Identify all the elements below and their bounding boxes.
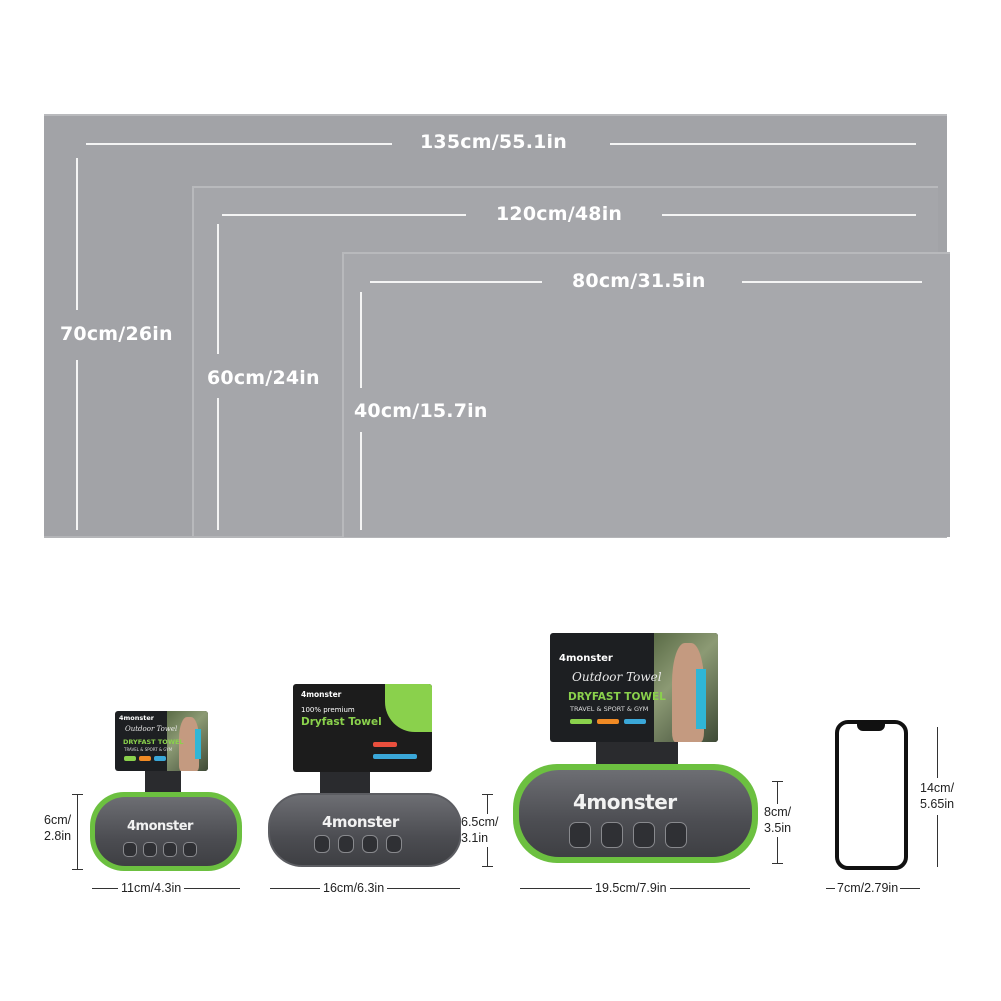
small-width-label: 80cm/31.5in bbox=[572, 270, 706, 292]
phone-outline bbox=[835, 720, 908, 870]
large-width-label: 135cm/55.1in bbox=[420, 131, 567, 153]
large-height-label: 70cm/26in bbox=[60, 323, 173, 345]
case3: 4monster bbox=[513, 764, 758, 863]
case3-height-tick-top bbox=[772, 781, 783, 783]
case3-tag: 4monster Outdoor Towel DRYFAST TOWEL TRA… bbox=[550, 633, 718, 742]
case1-height-tick-bottom bbox=[72, 869, 83, 871]
medium-width-line-right bbox=[662, 214, 916, 216]
case1-pad bbox=[123, 842, 137, 857]
case1-chip-1 bbox=[124, 756, 136, 761]
small-height-line-bottom bbox=[360, 432, 362, 530]
case2-pad bbox=[386, 835, 402, 853]
small-height-label: 40cm/15.7in bbox=[354, 400, 488, 422]
case3-pads bbox=[569, 822, 687, 848]
case1-tag-scarf bbox=[195, 729, 201, 759]
case1-tag-title: DRYFAST TOWEL bbox=[123, 738, 184, 746]
case1-tag-script: Outdoor Towel bbox=[125, 725, 178, 733]
case1-tag: 4monster Outdoor Towel DRYFAST TOWEL TRA… bbox=[115, 711, 208, 771]
case3-width-label: 19.5cm/7.9in bbox=[592, 880, 670, 897]
case3-tag-scarf bbox=[696, 669, 706, 729]
case2-pads bbox=[314, 835, 402, 853]
case1-tag-sub: TRAVEL & SPORT & GYM bbox=[124, 747, 173, 752]
case1-chip-3 bbox=[154, 756, 166, 761]
medium-width-line-left bbox=[222, 214, 466, 216]
large-height-line-top bbox=[76, 158, 78, 310]
case1-height-label: 6cm/ 2.8in bbox=[44, 812, 72, 845]
case3-chip-2 bbox=[597, 719, 619, 724]
case2-height-tick-top bbox=[482, 794, 493, 796]
large-height-line-bottom bbox=[76, 360, 78, 530]
small-width-line-left bbox=[370, 281, 542, 283]
case2-tag-title: Dryfast Towel bbox=[301, 716, 382, 728]
case2-logo: 4monster bbox=[322, 813, 399, 831]
case2-tag-green-band bbox=[385, 684, 432, 732]
phone-height-label: 14cm/ 5.65in bbox=[920, 778, 955, 815]
case2-width-label: 16cm/6.3in bbox=[320, 880, 388, 897]
large-width-line-right bbox=[610, 143, 916, 145]
case2-chip-2 bbox=[373, 754, 417, 759]
case2-tag-premium: 100% premium bbox=[301, 706, 355, 714]
case3-pad bbox=[665, 822, 687, 848]
small-width-line-right bbox=[742, 281, 922, 283]
case1-height-tick-top bbox=[72, 794, 83, 796]
phone-notch bbox=[857, 724, 885, 731]
case1-pad bbox=[143, 842, 157, 857]
case3-chip-3 bbox=[624, 719, 646, 724]
case2-chip-1 bbox=[373, 742, 397, 747]
case1-pad bbox=[163, 842, 177, 857]
case1-tag-person bbox=[179, 717, 199, 771]
case3-pad bbox=[633, 822, 655, 848]
medium-height-line-bottom bbox=[217, 398, 219, 530]
case1-pad bbox=[183, 842, 197, 857]
case1-chip-2 bbox=[139, 756, 151, 761]
towel-small bbox=[342, 252, 950, 537]
case3-height-label: 8cm/ 3.5in bbox=[764, 804, 792, 837]
case2-tag: 4monster 100% premium Dryfast Towel bbox=[293, 684, 432, 772]
case2-inner: 4monster bbox=[270, 795, 460, 865]
case2-height-tick-bottom bbox=[482, 866, 493, 868]
case1-height-line bbox=[77, 794, 79, 869]
medium-height-label: 60cm/24in bbox=[207, 367, 320, 389]
case1-inner: 4monster bbox=[95, 797, 237, 866]
case2-tag-brand: 4monster bbox=[301, 690, 342, 699]
case2-pad bbox=[338, 835, 354, 853]
case3-tag-title: DRYFAST TOWEL bbox=[568, 691, 666, 703]
case2-height-label: 6.5cm/ 3.1in bbox=[461, 814, 499, 847]
case3-logo: 4monster bbox=[573, 790, 677, 814]
case3-pad bbox=[569, 822, 591, 848]
case1-width-label: 11cm/4.3in bbox=[118, 880, 185, 897]
case1-tag-brand: 4monster bbox=[119, 714, 154, 722]
case3-tag-sub: TRAVEL & SPORT & GYM bbox=[570, 705, 649, 713]
case3-pad bbox=[601, 822, 623, 848]
phone-width-label: 7cm/2.79in bbox=[835, 880, 901, 897]
case3-inner: 4monster bbox=[519, 770, 752, 857]
small-height-line-top bbox=[360, 292, 362, 388]
case3-tag-brand: 4monster bbox=[559, 653, 613, 664]
case2: 4monster bbox=[268, 793, 462, 867]
case1-logo: 4monster bbox=[127, 819, 193, 834]
case1-pads bbox=[123, 842, 197, 857]
large-width-line-left bbox=[86, 143, 392, 145]
case1: 4monster bbox=[90, 792, 242, 871]
medium-width-label: 120cm/48in bbox=[496, 203, 623, 225]
case2-pad bbox=[314, 835, 330, 853]
medium-height-line-top bbox=[217, 224, 219, 354]
case3-height-tick-bottom bbox=[772, 863, 783, 865]
case2-pad bbox=[362, 835, 378, 853]
case3-chip-1 bbox=[570, 719, 592, 724]
case3-tag-script: Outdoor Towel bbox=[572, 670, 662, 684]
